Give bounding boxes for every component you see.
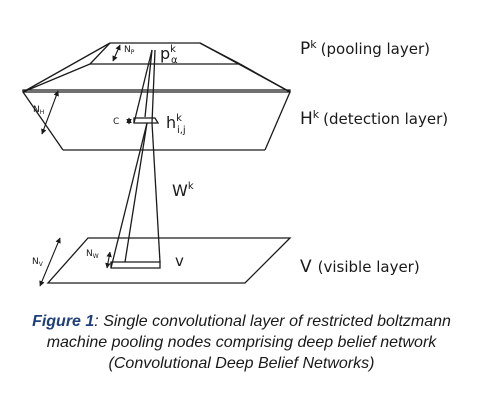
visible-layer-label: V(visible layer) xyxy=(300,257,420,277)
pooling-layer-body xyxy=(22,42,291,93)
figure-label: Figure 1 xyxy=(32,313,95,330)
nv-label: NV xyxy=(32,257,44,268)
weights-cone xyxy=(110,122,161,269)
figure-caption: Figure 1: Single convolutional layer of … xyxy=(0,311,483,374)
nh-label: NH xyxy=(33,105,44,116)
visible-node-box xyxy=(110,261,161,269)
caption-text: : Single convolutional layer of restrict… xyxy=(46,313,451,372)
detection-node-box xyxy=(133,117,160,124)
nh-arrow xyxy=(41,90,59,135)
detection-layer-label: Hk(detection layer) xyxy=(300,108,448,129)
np-label: NP xyxy=(124,45,135,56)
weights-label: Wk xyxy=(172,181,194,200)
nv-arrow xyxy=(39,237,61,287)
visible-layer-plane xyxy=(46,237,292,284)
nw-arrow xyxy=(105,251,112,269)
nw-label: NW xyxy=(86,249,99,260)
visible-node-label: v xyxy=(175,252,184,270)
pooling-node-cone xyxy=(133,49,156,124)
c-label: C xyxy=(113,117,119,127)
pooling-layer-top xyxy=(88,42,241,65)
np-arrow xyxy=(112,44,121,62)
pooling-layer-label: Pk(pooling layer) xyxy=(300,38,430,59)
detection-layer-top xyxy=(22,89,291,93)
